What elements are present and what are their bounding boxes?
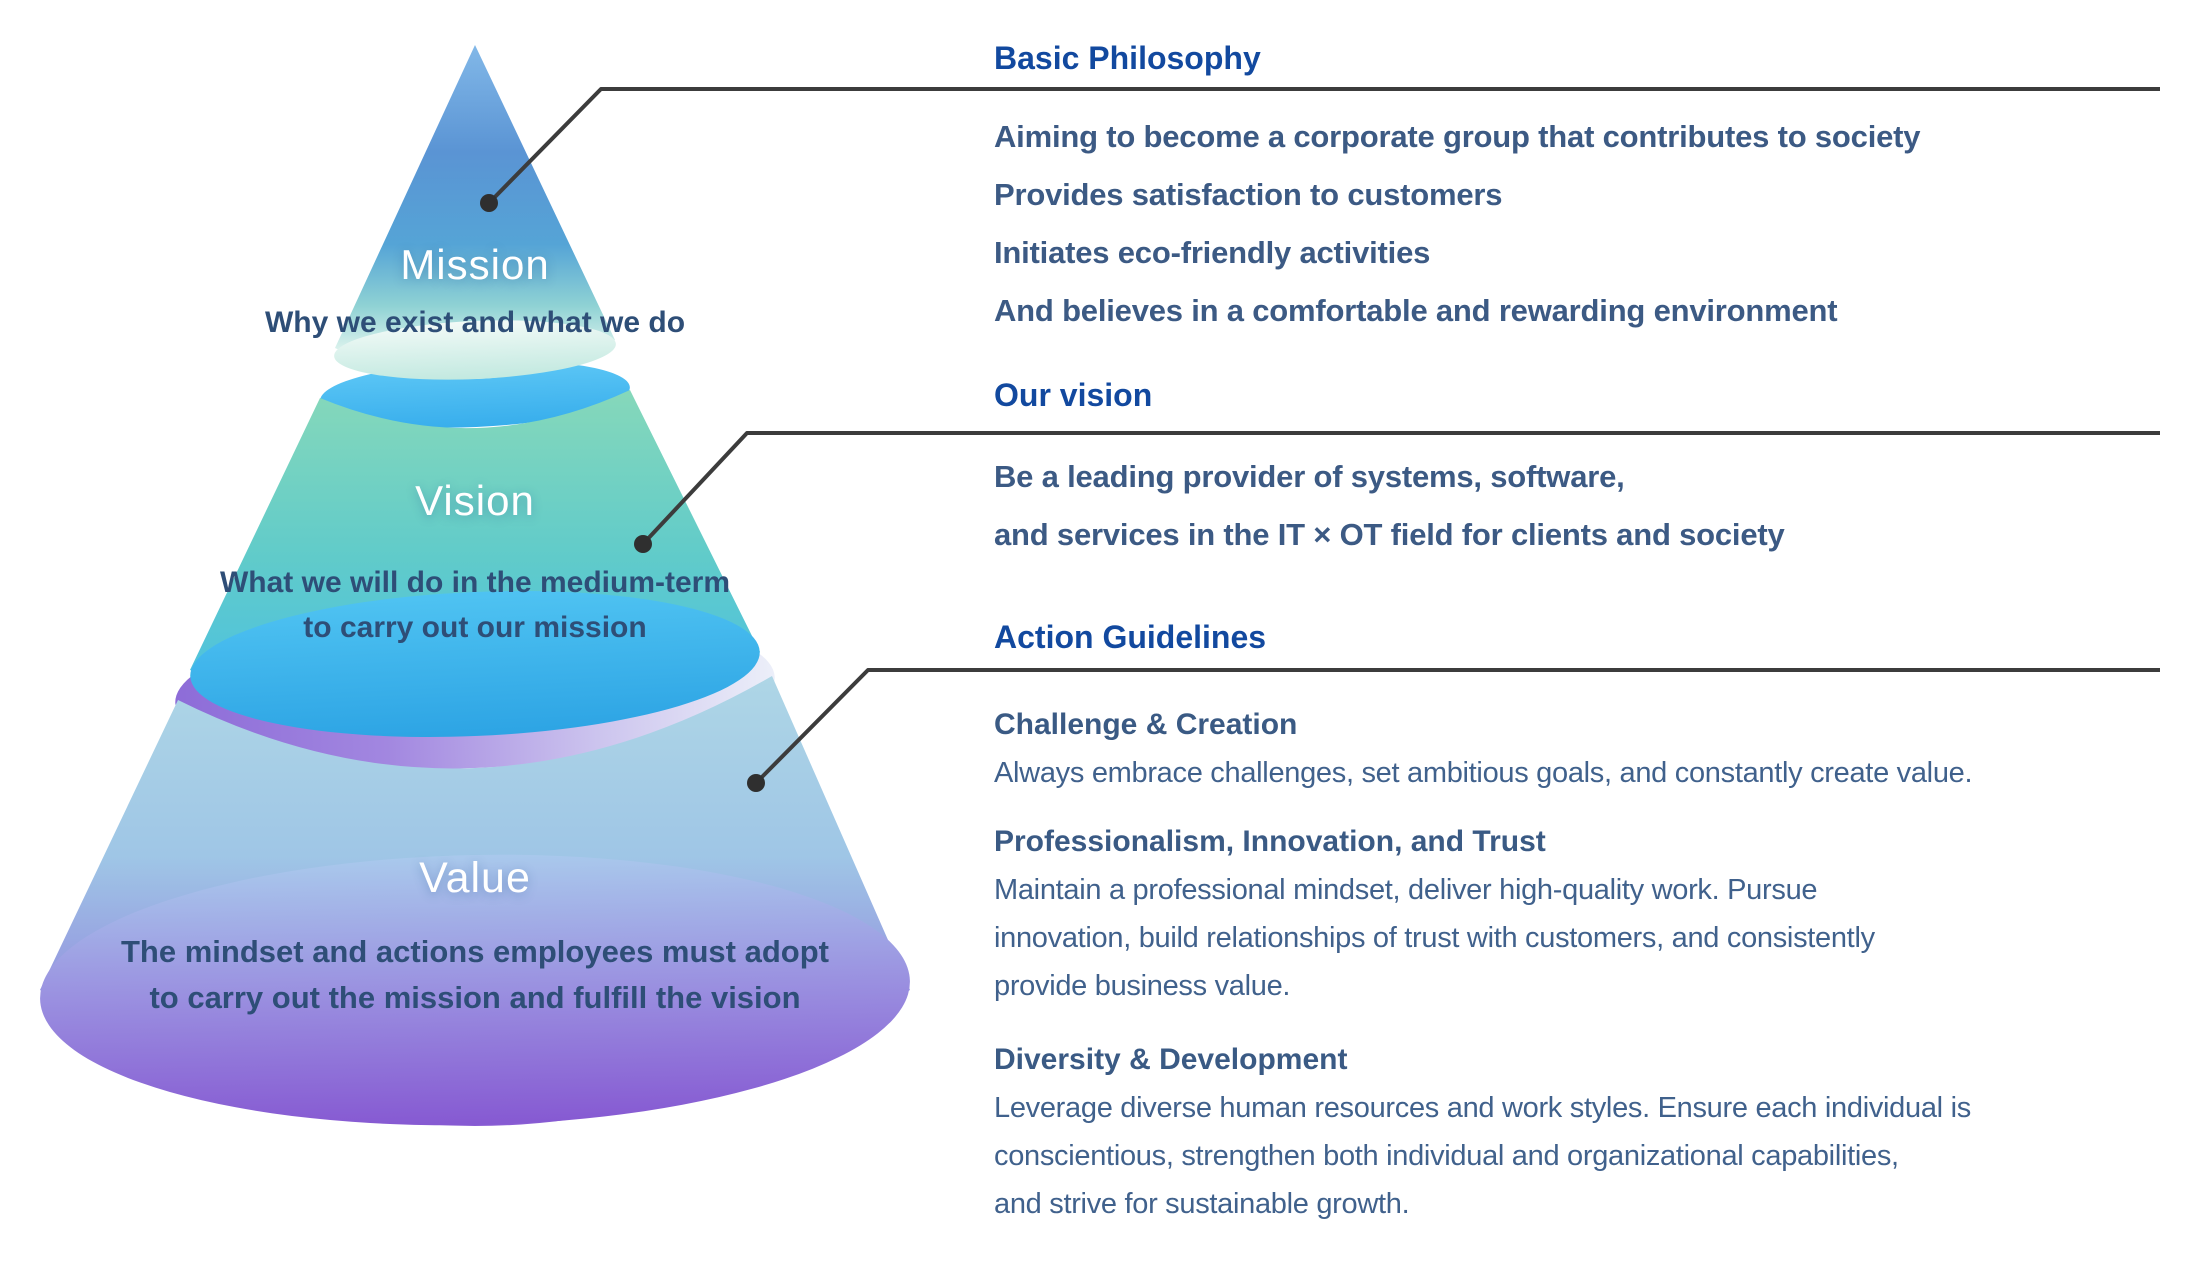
- guideline-body-challenge-creation: Always embrace challenges, set ambitious…: [994, 757, 1973, 789]
- body-line: conscientious, strengthen both individua…: [994, 1140, 1899, 1172]
- guideline-heading-diversity: Diversity & Development: [994, 1043, 1348, 1076]
- value-base-ellipse: [40, 854, 910, 1126]
- vision-bottom-ellipse: [190, 591, 760, 737]
- vision-subtitle-line-2: to carry out our mission: [303, 611, 647, 644]
- mission-label: Mission: [400, 241, 550, 288]
- value-label: Value: [419, 854, 531, 902]
- connector-line-mission: [487, 87, 2160, 205]
- connector-line-vision: [641, 431, 2160, 546]
- our-vision-statements: Be a leading provider of systems, softwa…: [994, 448, 2200, 564]
- section-title-basic-philosophy: Basic Philosophy: [994, 40, 1261, 76]
- body-line: Leverage diverse human resources and wor…: [994, 1092, 1971, 1124]
- body-line: innovation, build relationships of trust…: [994, 922, 1875, 954]
- value-subtitle-line-2: to carry out the mission and fulfill the…: [149, 980, 801, 1015]
- guideline-body-professionalism: Maintain a professional mindset, deliver…: [994, 866, 2200, 1010]
- vision-subtitle: What we will do in the medium-term to ca…: [25, 560, 925, 650]
- connector-dot-value: [747, 774, 765, 792]
- statement-line: Initiates eco-friendly activities: [994, 235, 1431, 270]
- vision-subtitle-line-1: What we will do in the medium-term: [219, 566, 731, 599]
- guideline-body-diversity: Leverage diverse human resources and wor…: [994, 1084, 2200, 1228]
- connector-dot-mission: [480, 194, 498, 212]
- body-line: Maintain a professional mindset, deliver…: [994, 874, 1818, 906]
- guideline-heading-challenge-creation: Challenge & Creation: [994, 708, 1298, 741]
- statement-line: And believes in a comfortable and reward…: [994, 293, 1838, 328]
- body-line: provide business value.: [994, 970, 1291, 1002]
- mission-subtitle: Why we exist and what we do: [264, 306, 686, 339]
- section-title-our-vision: Our vision: [994, 377, 1153, 413]
- mission-bottom-rim: [334, 320, 616, 380]
- vision-label: Vision: [415, 477, 535, 524]
- value-subtitle-line-1: The mindset and actions employees must a…: [121, 934, 829, 969]
- body-line: and strive for sustainable growth.: [994, 1188, 1410, 1220]
- connector-line-value: [754, 668, 2160, 785]
- statement-line: and services in the IT × OT field for cl…: [994, 517, 1785, 552]
- guideline-heading-professionalism: Professionalism, Innovation, and Trust: [994, 825, 1546, 858]
- statement-line: Be a leading provider of systems, softwa…: [994, 459, 1625, 494]
- value-subtitle: The mindset and actions employees must a…: [25, 929, 925, 1021]
- statement-line: Provides satisfaction to customers: [994, 177, 1503, 212]
- mission-cone: [335, 45, 615, 380]
- basic-philosophy-statements: Aiming to become a corporate group that …: [994, 108, 2200, 340]
- statement-line: Aiming to become a corporate group that …: [994, 119, 1921, 154]
- section-title-action-guidelines: Action Guidelines: [994, 619, 1267, 655]
- connector-dot-vision: [634, 535, 652, 553]
